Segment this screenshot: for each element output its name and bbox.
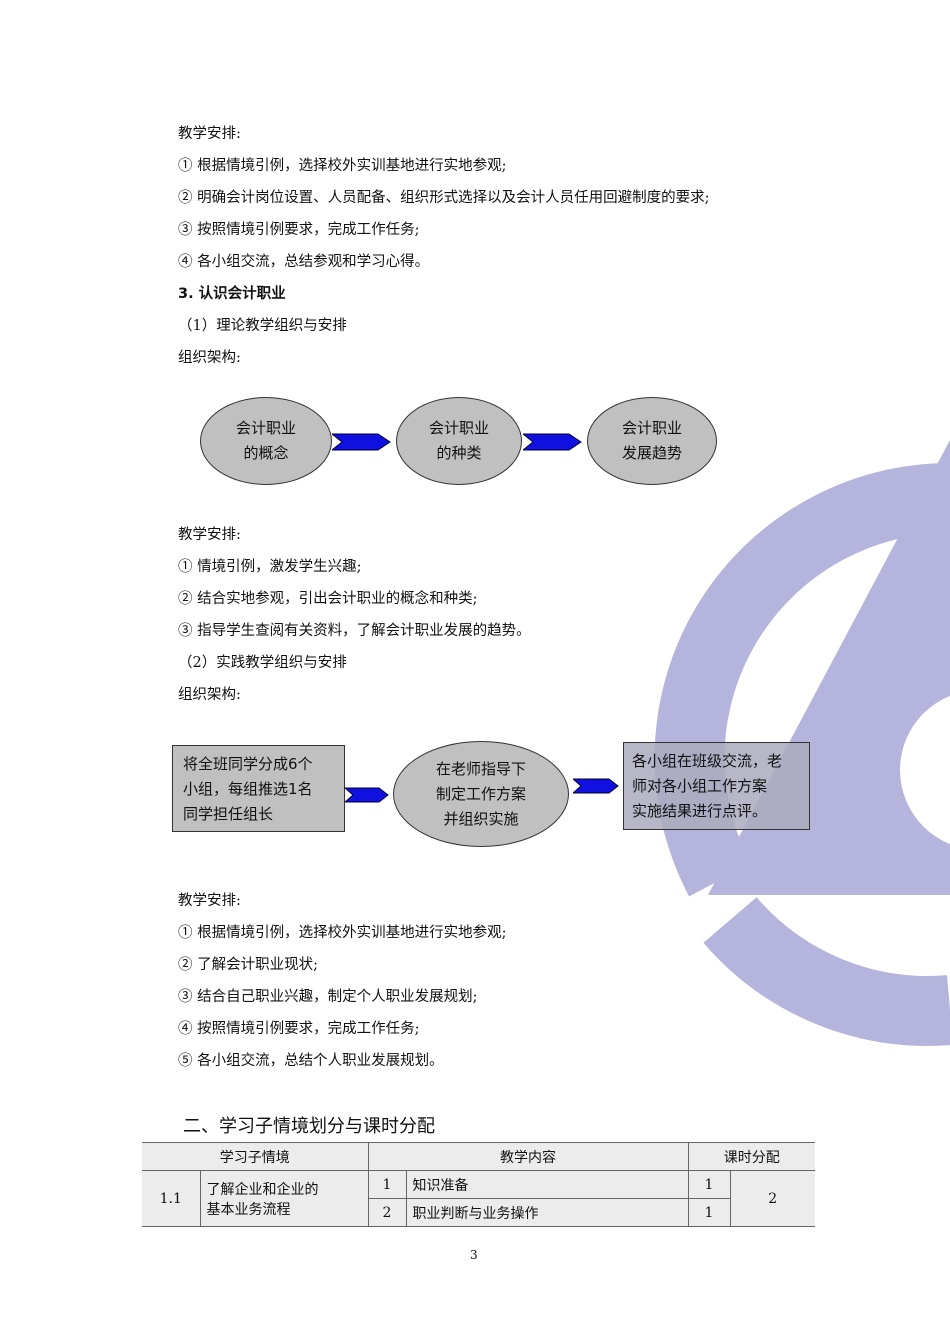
schedule-table: 学习子情境 教学内容 课时分配 1.1 了解企业和企业的基本业务流程 1 知识准… <box>142 1142 815 1227</box>
list-item: ② 明确会计岗位设置、人员配备、组织形式选择以及会计人员任用回避制度的要求; <box>178 190 710 206</box>
table-row: 2 职业判断与业务操作 1 <box>142 1198 815 1227</box>
text-line: 教学安排: <box>178 893 241 909</box>
table-cell: 1 <box>687 1170 731 1199</box>
table-header-row: 学习子情境 教学内容 课时分配 <box>142 1142 815 1171</box>
text-line: 组织架构: <box>178 350 241 366</box>
list-item: ① 根据情境引例，选择校外实训基地进行实地参观; <box>178 925 507 941</box>
table-row: 1.1 了解企业和企业的基本业务流程 1 知识准备 1 2 <box>142 1170 815 1227</box>
flow-node: 在老师指导下制定工作方案并组织实施 <box>393 741 569 847</box>
list-item: ③ 指导学生查阅有关资料，了解会计职业发展的趋势。 <box>178 623 531 639</box>
section-title: 3. 认识会计职业 <box>178 286 286 302</box>
list-item: ③ 按照情境引例要求，完成工作任务; <box>178 222 420 238</box>
list-item: ② 结合实地参观，引出会计职业的概念和种类; <box>178 591 478 607</box>
text-line: 教学安排: <box>178 527 241 543</box>
header-cell: 学习子情境 <box>142 1142 369 1171</box>
flow-node: 会计职业的概念 <box>200 397 332 485</box>
arrow-icon <box>332 433 391 451</box>
subsection-title: （1）理论教学组织与安排 <box>178 318 347 334</box>
list-item: ④ 按照情境引例要求，完成工作任务; <box>178 1021 420 1037</box>
header-cell: 课时分配 <box>687 1142 815 1171</box>
header-cell: 教学内容 <box>367 1142 689 1171</box>
text-line: 教学安排: <box>178 126 241 142</box>
flow-node: 各小组在班级交流，老师对各小组工作方案实施结果进行点评。 <box>623 742 810 830</box>
flow-node: 会计职业的种类 <box>396 397 522 485</box>
flow-node: 将全班同学分成6个小组，每组推选1名同学担任组长 <box>172 745 345 832</box>
list-item: ① 根据情境引例，选择校外实训基地进行实地参观; <box>178 158 507 174</box>
list-item: ⑤ 各小组交流，总结个人职业发展规划。 <box>178 1053 444 1069</box>
table-cell: 职业判断与业务操作 <box>405 1198 689 1227</box>
arrow-icon <box>573 778 619 794</box>
page-number: 3 <box>470 1248 478 1262</box>
list-item: ④ 各小组交流，总结参观和学习心得。 <box>178 254 430 270</box>
table-cell: 1.1 <box>142 1170 201 1227</box>
list-item: ② 了解会计职业现状; <box>178 957 318 973</box>
arrow-icon <box>523 433 582 451</box>
table-cell: 1 <box>367 1170 407 1199</box>
list-item: ① 情境引例，激发学生兴趣; <box>178 559 362 575</box>
table-cell: 2 <box>729 1170 815 1227</box>
section-heading: 二、学习子情境划分与课时分配 <box>183 1116 435 1137</box>
list-item: ③ 结合自己职业兴趣，制定个人职业发展规划; <box>178 989 478 1005</box>
flow-node: 会计职业发展趋势 <box>587 397 717 485</box>
text-line: 组织架构: <box>178 687 241 703</box>
table-cell: 知识准备 <box>405 1170 689 1199</box>
subsection-title: （2）实践教学组织与安排 <box>178 655 347 671</box>
table-cell: 1 <box>687 1198 730 1227</box>
arrow-icon <box>345 787 389 803</box>
table-cell: 2 <box>368 1198 407 1227</box>
table-cell: 了解企业和企业的基本业务流程 <box>199 1170 369 1227</box>
